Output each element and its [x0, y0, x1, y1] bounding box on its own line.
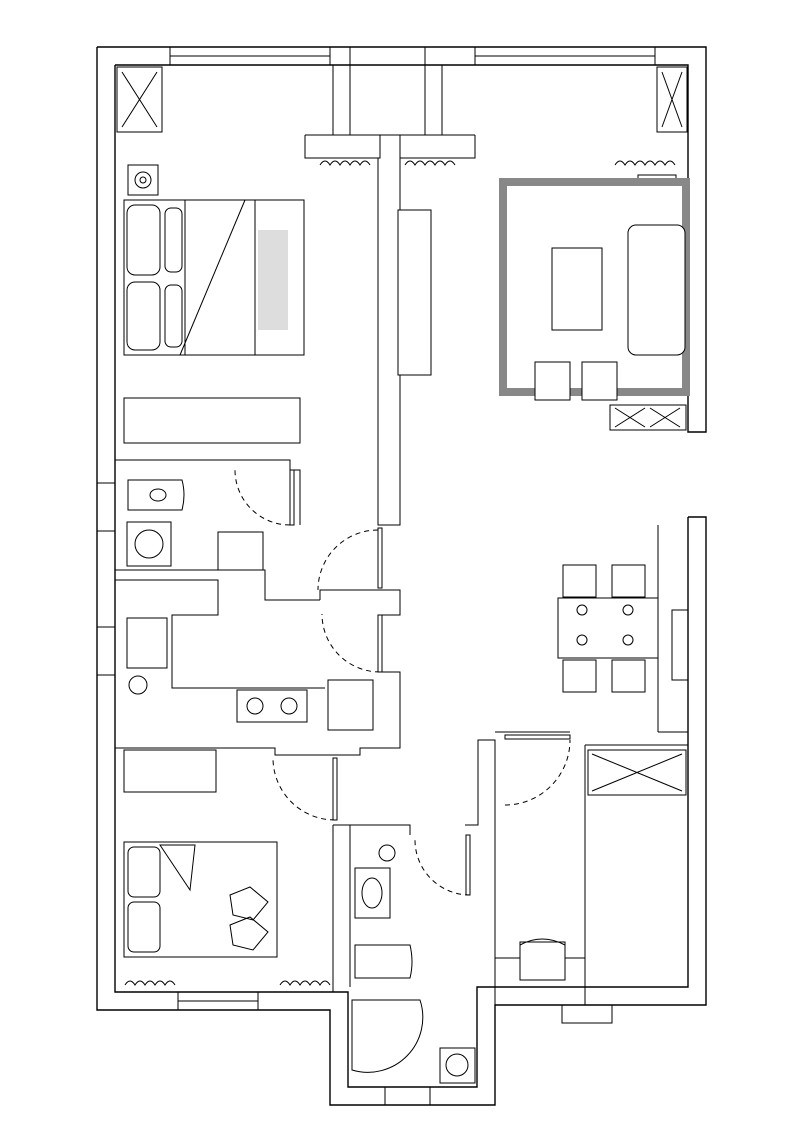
windows: [96, 46, 689, 1106]
master-bed: [123, 199, 305, 356]
study-chair: [519, 938, 566, 981]
ventilation-shafts: [116, 66, 688, 796]
bathroom-1-fixtures: [126, 479, 264, 571]
second-bed: [123, 841, 278, 958]
curtains: [124, 160, 676, 986]
wardrobe: [123, 397, 301, 793]
tv-cabinet: [397, 209, 432, 376]
kitchen-fixtures: [126, 617, 374, 731]
living-room-set: [499, 178, 690, 401]
dining-table: [557, 564, 659, 693]
doors: [234, 469, 571, 896]
interior-walls: [115, 158, 688, 1005]
bathroom-2-fixtures: [351, 844, 476, 1084]
bay-window: [304, 46, 476, 159]
